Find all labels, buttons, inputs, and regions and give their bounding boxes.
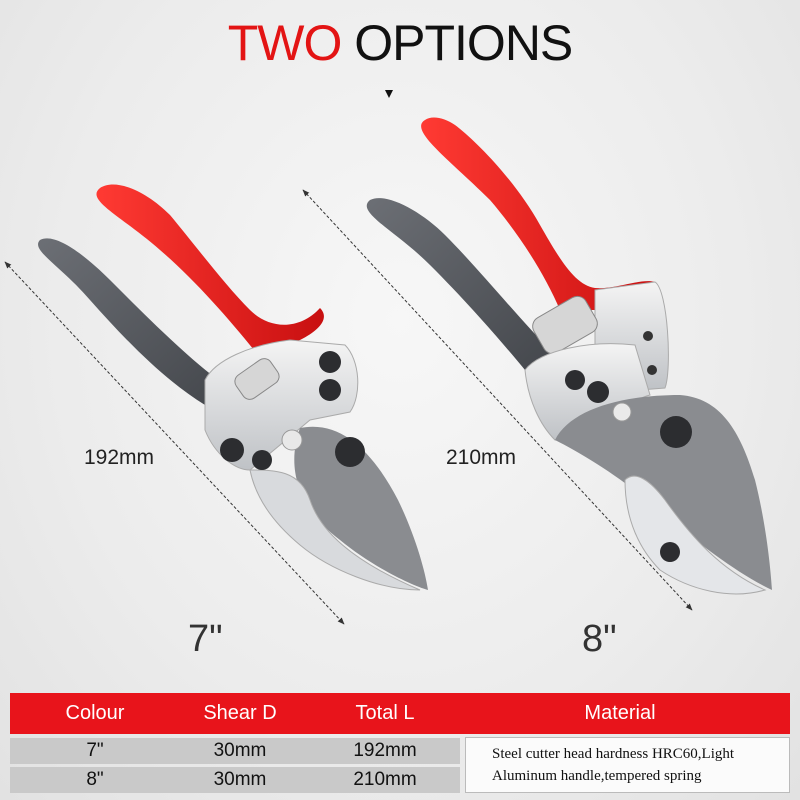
product-illustration bbox=[4, 117, 772, 625]
dimension-arrow-7in bbox=[4, 261, 345, 625]
title-main: OPTIONS bbox=[354, 15, 573, 71]
caret-down-icon bbox=[385, 90, 393, 98]
pruning-shears-8in bbox=[366, 117, 772, 595]
cell-colour: 7" bbox=[86, 740, 104, 761]
table-row: 7" 30mm 192mm bbox=[10, 738, 460, 764]
header-colour: Colour bbox=[65, 702, 125, 724]
size-label-7in: 7" bbox=[188, 618, 223, 660]
length-label-7in: 192mm bbox=[84, 446, 155, 469]
cell-shear: 30mm bbox=[213, 740, 267, 761]
dimension-arrow-8in bbox=[302, 189, 693, 611]
table-row: 8" 30mm 210mm bbox=[10, 767, 460, 793]
cell-total: 210mm bbox=[353, 769, 417, 790]
material-line: Steel cutter head hardness HRC60,Light bbox=[492, 746, 735, 762]
header-shear: Shear D bbox=[203, 702, 277, 724]
cell-colour: 8" bbox=[86, 769, 104, 790]
material-line: Aluminum handle,tempered spring bbox=[492, 768, 702, 784]
pruning-shears-7in bbox=[38, 184, 428, 591]
size-label-8in: 8" bbox=[582, 618, 617, 660]
header-material: Material bbox=[584, 702, 656, 724]
length-label-8in: 210mm bbox=[446, 446, 517, 469]
header-total: Total L bbox=[355, 702, 415, 724]
cell-shear: 30mm bbox=[213, 769, 267, 790]
cell-total: 192mm bbox=[353, 740, 417, 761]
page-title: TWO OPTIONS bbox=[0, 14, 800, 72]
title-accent: TWO bbox=[227, 15, 343, 71]
spec-table-header: Colour Shear D Total L Material bbox=[10, 693, 790, 734]
material-cell: Steel cutter head hardness HRC60,Light A… bbox=[465, 737, 790, 793]
